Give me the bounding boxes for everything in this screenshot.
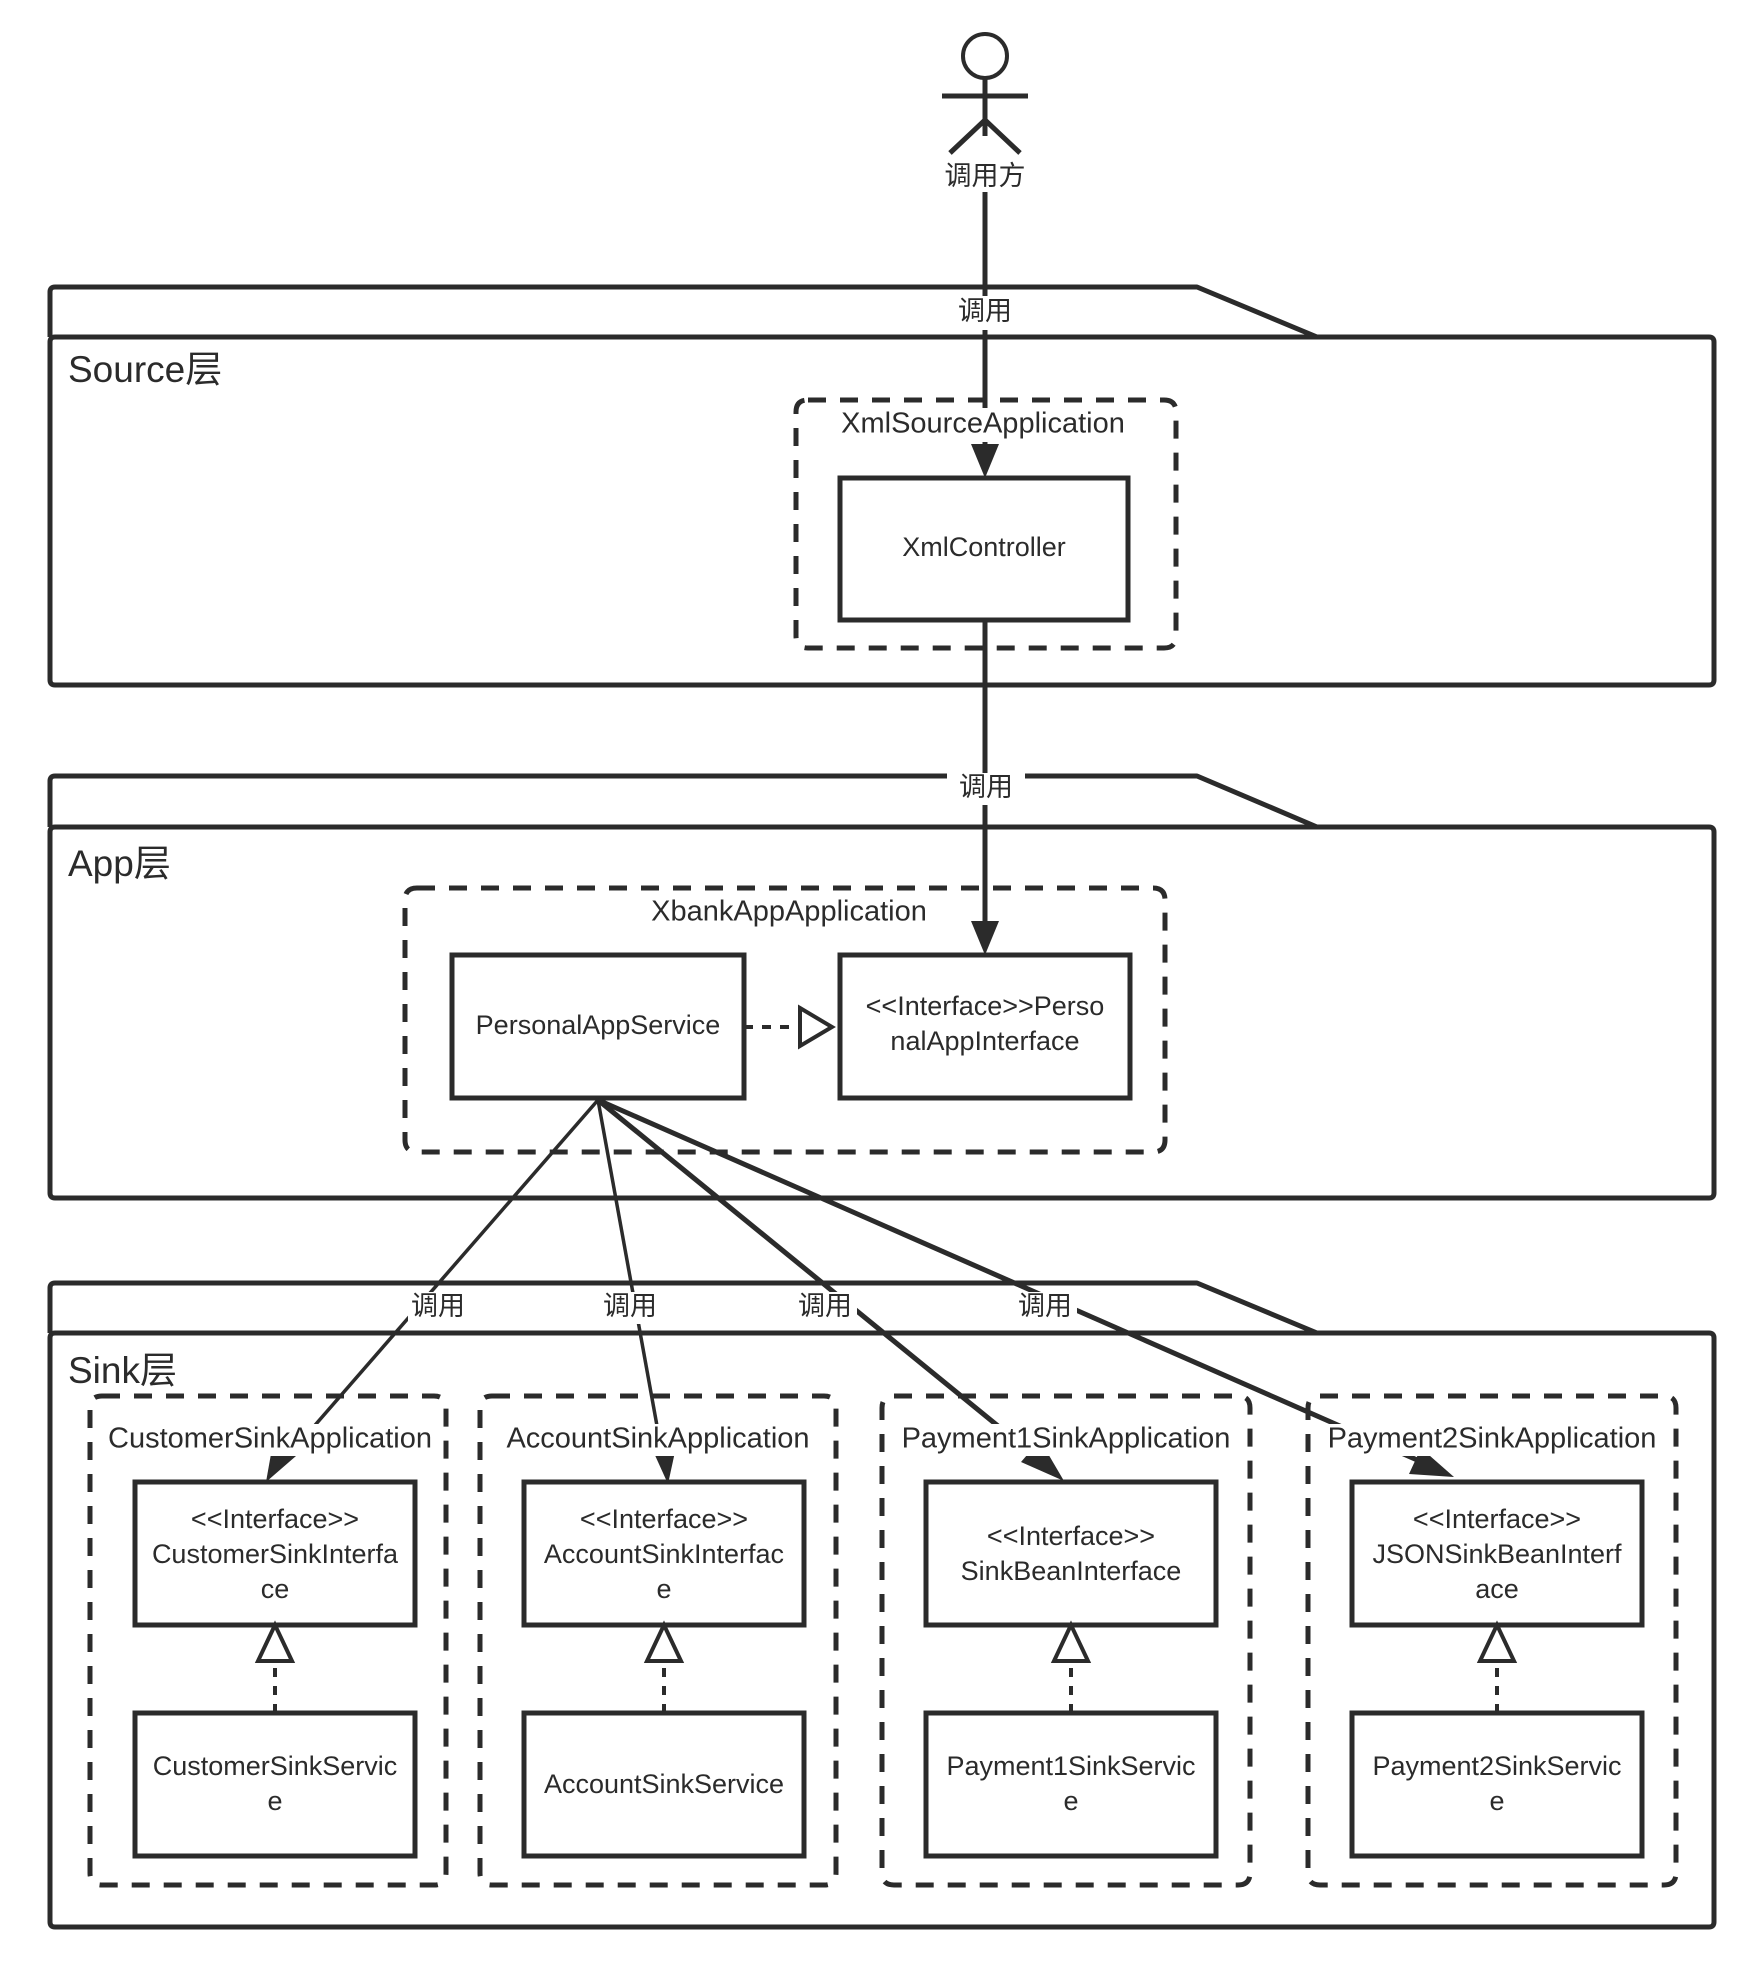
package-customer-sink-application[interactable]: CustomerSinkApplication <<Interface>> Cu… <box>87 1393 449 1888</box>
class-label-payment2-sink-interface-line3: ace <box>1475 1574 1519 1604</box>
class-label-xml-controller: XmlController <box>902 532 1066 562</box>
realization-service-to-interface <box>744 1004 836 1050</box>
class-label-customer-sink-service-line1: CustomerSinkServic <box>153 1751 398 1781</box>
package-title-account-sink-application: AccountSinkApplication <box>506 1423 809 1455</box>
call-label-bg-4 <box>600 1292 662 1324</box>
call-label-bg-2 <box>947 773 1025 805</box>
class-box-payment1-sink-interface[interactable] <box>923 1479 1219 1628</box>
arrowhead-hollow-triangle <box>1476 1620 1518 1663</box>
arrowhead-filled <box>971 444 999 478</box>
sink-body-shape <box>47 1330 1717 1930</box>
class-label-account-sink-interface-line1: <<Interface>> <box>580 1504 748 1534</box>
pkg-label-bg-5 <box>900 1424 1230 1456</box>
customer-sink-application-outline <box>87 1393 449 1888</box>
edge-label-call-sink-3: 调用 <box>798 1291 852 1321</box>
package-title-xml-source-application: XmlSourceApplication <box>841 408 1125 440</box>
class-label-payment1-sink-service-line1: Payment1SinkServic <box>946 1751 1195 1781</box>
edge-label-call-sink-1: 调用 <box>411 1291 465 1321</box>
realization-payment1-service-to-interface <box>1050 1620 1092 1713</box>
class-box-customer-sink-service[interactable] <box>132 1710 418 1859</box>
class-box-payment2-sink-service[interactable] <box>1349 1710 1645 1859</box>
class-label-personal-app-interface-line2: nalAppInterface <box>890 1026 1079 1056</box>
class-label-customer-sink-interface-line3: ce <box>261 1574 290 1604</box>
arrowhead-hollow-triangle <box>254 1620 296 1663</box>
package-title-payment2-sink-application: Payment2SinkApplication <box>1328 1423 1657 1455</box>
class-label-account-sink-interface-line2: AccountSinkInterfac <box>544 1539 784 1569</box>
actor-legs-icon <box>948 118 1022 155</box>
class-label-account-sink-service-line1: AccountSinkService <box>544 1769 784 1799</box>
arrowhead-filled <box>971 921 999 955</box>
call-label-bg-1 <box>945 296 1027 330</box>
xml-source-application-outline <box>793 397 1179 651</box>
class-label-personal-app-interface-line1: <<Interface>>Perso <box>866 991 1105 1021</box>
edge-label-call-sink-4: 调用 <box>1018 1291 1072 1321</box>
package-title-payment1-sink-application: Payment1SinkApplication <box>902 1423 1231 1455</box>
class-box-account-sink-service[interactable] <box>521 1710 807 1859</box>
edge-label-call-sink-2: 调用 <box>603 1291 657 1321</box>
realization-account-service-to-interface <box>643 1620 685 1713</box>
actor-head-icon <box>961 32 1009 80</box>
xbank-app-application-outline <box>402 885 1168 1155</box>
actor-label: 调用方 <box>945 161 1026 191</box>
class-label-payment2-sink-service-line1: Payment2SinkServic <box>1372 1751 1621 1781</box>
class-label-payment2-sink-interface-line2: JSONSinkBeanInterf <box>1372 1539 1622 1569</box>
source-body-shape <box>47 334 1717 688</box>
edge-label-call-app: 调用 <box>959 772 1013 802</box>
layer-source[interactable]: Source层 调用 XmlSourceApplication XmlContr… <box>47 284 1717 688</box>
class-label-customer-sink-service-line2: e <box>267 1786 282 1816</box>
arrowhead-hollow-triangle <box>1050 1620 1092 1663</box>
call-label-bg-3 <box>408 1292 470 1324</box>
layer-title-sink: Sink层 <box>68 1350 177 1391</box>
package-xbank-app-application[interactable]: XbankAppApplication PersonalAppService <… <box>402 885 1168 1155</box>
call-label-bg-6 <box>1015 1292 1077 1324</box>
class-box-personal-app-interface[interactable] <box>837 952 1133 1101</box>
app-body-shape <box>47 824 1717 1201</box>
pkg-label-bg-4 <box>500 1424 818 1456</box>
account-sink-application-outline <box>477 1393 839 1888</box>
layer-title-app: App层 <box>68 843 171 884</box>
layer-app[interactable]: App层 调用 XbankAppApplication PersonalAppS… <box>47 772 1717 1201</box>
package-xml-source-application[interactable]: XmlSourceApplication XmlController <box>793 397 1179 651</box>
class-label-payment1-sink-service-line2: e <box>1063 1786 1078 1816</box>
class-label-payment1-sink-interface-line2: SinkBeanInterface <box>961 1556 1182 1586</box>
sink-tab-shape <box>47 1280 1318 1336</box>
package-title-xbank-app-application: XbankAppApplication <box>651 896 927 928</box>
package-payment2-sink-application[interactable]: Payment2SinkApplication <<Interface>> JS… <box>1305 1393 1679 1888</box>
class-box-personal-app-service[interactable] <box>449 952 747 1101</box>
layer-title-source: Source层 <box>68 349 222 390</box>
class-label-personal-app-service: PersonalAppService <box>476 1010 721 1040</box>
arrowhead-hollow-triangle <box>643 1620 685 1663</box>
package-account-sink-application[interactable]: AccountSinkApplication <<Interface>> Acc… <box>477 1393 839 1888</box>
class-label-payment2-sink-interface-line1: <<Interface>> <box>1413 1504 1581 1534</box>
realization-customer-service-to-interface <box>254 1620 296 1713</box>
payment2-sink-application-outline <box>1305 1393 1679 1888</box>
class-label-payment2-sink-service-line2: e <box>1489 1786 1504 1816</box>
class-label-payment1-sink-interface-line1: <<Interface>> <box>987 1521 1155 1551</box>
class-box-payment1-sink-service[interactable] <box>923 1710 1219 1859</box>
pkg-label-bg-6 <box>1326 1424 1656 1456</box>
payment1-sink-application-outline <box>879 1393 1253 1888</box>
pkg-label-bg-3 <box>110 1424 430 1456</box>
class-label-customer-sink-interface-line1: <<Interface>> <box>191 1504 359 1534</box>
app-tab-shape <box>47 773 1318 830</box>
pkg-label-bg-1 <box>832 408 1132 442</box>
arrowhead-hollow-triangle <box>798 1004 836 1050</box>
class-box-account-sink-interface[interactable] <box>521 1479 807 1628</box>
package-payment1-sink-application[interactable]: Payment1SinkApplication <<Interface>> Si… <box>879 1393 1253 1888</box>
call-label-bg-5 <box>795 1292 857 1324</box>
pkg-label-bg-2 <box>640 896 940 930</box>
source-tab-shape <box>47 284 1318 340</box>
realization-payment2-service-to-interface <box>1476 1620 1518 1713</box>
class-box-customer-sink-interface[interactable] <box>132 1479 418 1628</box>
package-title-customer-sink-application: CustomerSinkApplication <box>108 1423 432 1455</box>
class-label-customer-sink-interface-line2: CustomerSinkInterfa <box>152 1539 399 1569</box>
actor-caller[interactable]: 调用方 <box>942 32 1028 191</box>
layer-sink[interactable]: Sink层 调用 调用 调用 调用 CustomerSinkApplicatio… <box>47 1280 1717 1930</box>
class-label-account-sink-interface-line3: e <box>656 1574 671 1604</box>
edge-label-call-source: 调用 <box>958 296 1012 326</box>
